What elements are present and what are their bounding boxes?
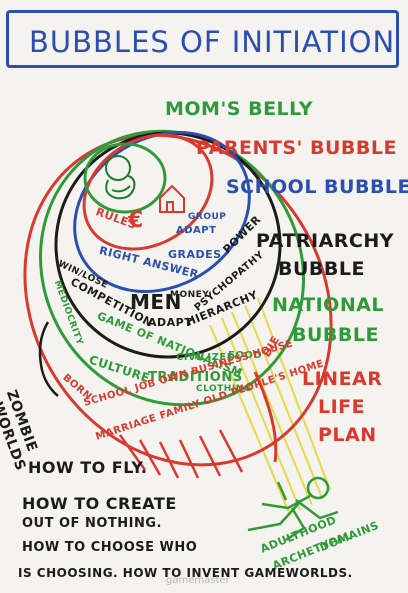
- plan-label: PLAN: [318, 424, 377, 446]
- red-rays: [118, 429, 244, 479]
- adulthood-figure-icon: [247, 476, 339, 542]
- clothing-label: CLOTHING: [196, 384, 252, 394]
- baby-icon: [105, 155, 136, 200]
- patriarchy-label: PATRIARCHY: [256, 230, 395, 252]
- grades-label: GRADES: [168, 248, 222, 261]
- patriarchy-bubble-label: BUBBLE: [278, 258, 365, 280]
- out-of-nothing-text: OUT OF NOTHING.: [22, 516, 162, 531]
- how-to-create-text: HOW TO CREATE: [22, 494, 177, 513]
- life-label: LIFE: [318, 396, 366, 418]
- national-bubble: [39, 129, 305, 407]
- bubble-edge-line: [253, 371, 278, 463]
- food-label: FOOD: [228, 350, 263, 361]
- group-label: GROUP: [188, 212, 227, 222]
- watermark: gamemaster: [166, 575, 230, 586]
- civilized-label: CIVILIZED: [176, 352, 236, 363]
- light-rays: [209, 297, 331, 516]
- national-bubble-label: BUBBLE: [292, 324, 379, 346]
- moms-belly-bubble: [83, 142, 167, 214]
- euro-label: €: [128, 208, 144, 233]
- how-to-fly-text: HOW TO FLY.: [28, 458, 148, 477]
- zombie-bracket: [38, 321, 59, 397]
- moms-belly-label: MOM'S BELLY: [165, 98, 314, 120]
- money-label: MONEY: [170, 290, 210, 300]
- parents-bubble: [82, 133, 214, 251]
- adapt-group-label: ADAPT: [176, 225, 217, 236]
- linear-label: LINEAR: [302, 368, 383, 390]
- parents-bubble-label: PARENTS' BUBBLE: [196, 137, 397, 159]
- traditions-label: TRADITIONS: [148, 370, 243, 385]
- page-title: BUBBLES OF INITIATION: [29, 25, 396, 59]
- men-label: MEN: [130, 290, 182, 314]
- school-bubble: [73, 131, 251, 293]
- patriarchy-bubble: [54, 131, 282, 359]
- linear-life-bubble: [23, 133, 333, 467]
- national-label: NATIONAL: [272, 294, 385, 316]
- how-to-choose-text: HOW TO CHOOSE WHO: [22, 540, 198, 555]
- school-bubble-label: SCHOOL BUBBLE: [226, 176, 408, 198]
- title-box: BUBBLES OF INITIATION: [6, 10, 399, 68]
- is-choosing-text: IS CHOOSING. HOW TO INVENT GAMEWORLDS.: [18, 566, 353, 580]
- adapt-label: ADAPT: [148, 316, 193, 329]
- house-icon: [159, 184, 185, 213]
